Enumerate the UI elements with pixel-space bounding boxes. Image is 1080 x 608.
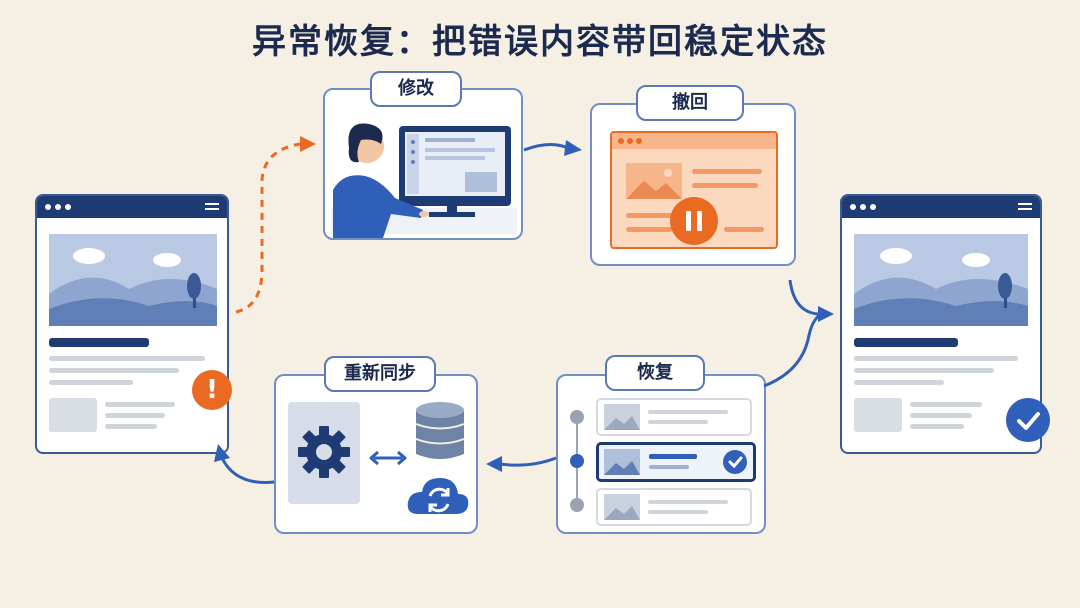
arrow-restore-to-resync: [486, 456, 557, 472]
error-page-window: [35, 194, 229, 454]
database-icon: [415, 402, 465, 459]
check-icon: [723, 450, 747, 474]
window-titlebar: [37, 196, 227, 218]
diagram-title: 异常恢复：把错误内容带回稳定状态: [252, 22, 828, 62]
edit-step-label: 修改: [370, 71, 462, 107]
dashed-arrow-error-to-edit: [235, 136, 316, 314]
rollback-step-card: [590, 103, 796, 266]
resync-step-card: [274, 374, 478, 534]
check-icon: [1006, 398, 1050, 442]
version-node: [570, 498, 584, 512]
arrow-resync-to-error: [214, 444, 275, 484]
person-at-computer-illustration: [331, 123, 517, 238]
version-item-selected: [596, 442, 756, 482]
restored-page-window: [840, 194, 1042, 454]
cloud-sync-icon: [407, 478, 469, 514]
window-titlebar: [842, 196, 1040, 218]
pause-icon: [670, 197, 718, 245]
resync-step-label: 重新同步: [324, 356, 436, 392]
arrow-rollback-to-restored: [788, 279, 834, 322]
restore-step-label: 恢复: [605, 355, 705, 391]
gear-icon: [298, 426, 350, 478]
two-way-arrow-icon: [369, 450, 407, 466]
rollback-step-label: 撤回: [636, 85, 744, 121]
arrow-restore-to-restored: [763, 312, 823, 388]
version-item: [596, 398, 752, 436]
alert-icon: !: [192, 370, 232, 410]
version-node-selected: [570, 454, 584, 468]
landscape-image: [854, 234, 1028, 326]
arrow-edit-to-rollback: [523, 140, 582, 156]
version-node: [570, 410, 584, 424]
landscape-image: [49, 234, 217, 326]
version-item: [596, 488, 752, 526]
edit-step-card: [323, 88, 523, 240]
